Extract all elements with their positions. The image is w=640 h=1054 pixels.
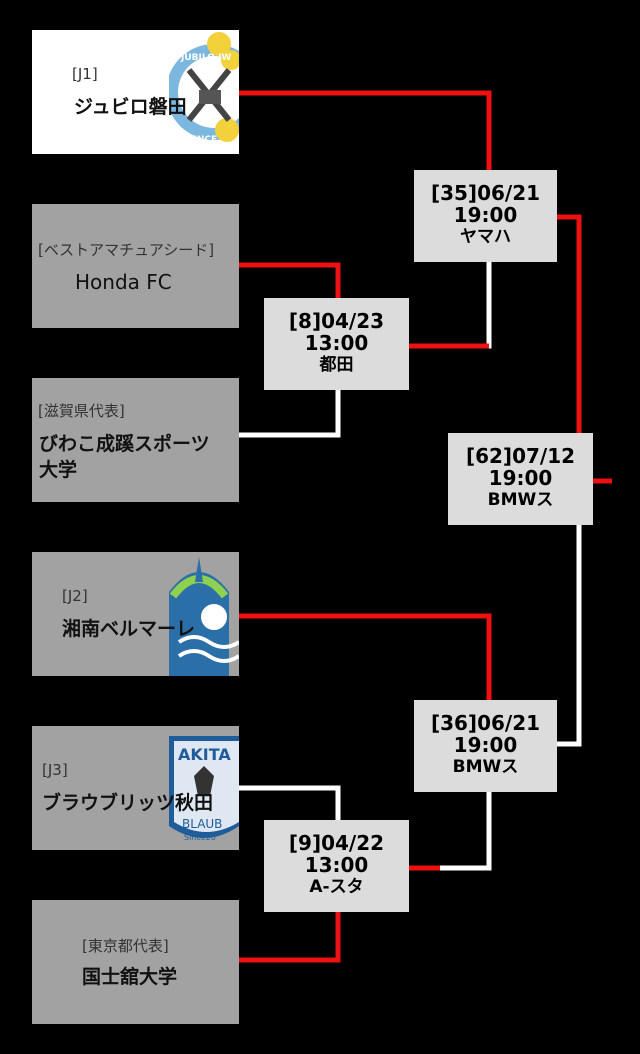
match-number-date: [8]04/23 xyxy=(288,309,385,333)
match-box-m9[interactable]: [9]04/22 13:00 A-スタ xyxy=(264,820,409,912)
akita-logo-text2: BLAUB xyxy=(182,817,222,831)
match-box-m8[interactable]: [8]04/23 13:00 都田 xyxy=(264,298,409,390)
line-akita-to-m9 xyxy=(239,785,341,820)
team-box-iwata[interactable]: JUBILO IW SINCE [J1] ジュビロ磐田 xyxy=(32,30,239,154)
match-time: 19:00 xyxy=(453,203,518,227)
team-name: 湘南ベルマーレ xyxy=(62,618,196,640)
match-time: 19:00 xyxy=(488,466,553,490)
match-time: 13:00 xyxy=(304,331,369,355)
match-box-m62[interactable]: [62]07/12 19:00 BMWス xyxy=(448,433,593,525)
team-box-honda[interactable]: [ベストアマチュアシード] Honda FC xyxy=(32,204,239,328)
line-iwata-to-m35 xyxy=(239,90,492,170)
team-category: [滋賀県代表] xyxy=(38,402,125,420)
match-venue: 都田 xyxy=(319,355,354,375)
team-name: ジュビロ磐田 xyxy=(74,96,187,118)
line-honda-to-m8 xyxy=(239,262,341,298)
team-name-line2: 大学 xyxy=(39,459,78,481)
akita-logo-text: AKITA xyxy=(178,745,231,764)
team-box-kokushikan[interactable]: [東京都代表] 国士舘大学 xyxy=(32,900,239,1024)
shonan-bellmare-crest-icon xyxy=(169,557,239,676)
jubilo-since-text: SINCE xyxy=(187,135,217,145)
team-box-akita[interactable]: AKITA BLAUB Since20 [J3] ブラウブリッツ秋田 xyxy=(32,726,239,850)
match-box-m35[interactable]: [35]06/21 19:00 ヤマハ xyxy=(414,170,557,262)
line-m8-to-m35 xyxy=(409,262,492,349)
line-m9-to-m36 xyxy=(409,792,492,871)
jubilo-arc-text: JUBILO IW xyxy=(180,53,231,63)
team-category: [ベストアマチュアシード] xyxy=(38,241,215,259)
line-m36-to-m62 xyxy=(557,525,582,747)
match-venue: BMWス xyxy=(487,490,554,510)
match-venue: BMWス xyxy=(452,757,519,777)
team-category: [東京都代表] xyxy=(82,937,169,955)
team-category: [J1] xyxy=(72,65,98,83)
team-name-line1: びわこ成蹊スポーツ xyxy=(39,433,210,455)
match-time: 13:00 xyxy=(304,853,369,877)
line-kokushikan-to-m9 xyxy=(239,912,341,963)
match-number-date: [36]06/21 xyxy=(430,711,541,735)
match-number-date: [62]07/12 xyxy=(465,444,576,468)
team-category: [J3] xyxy=(42,761,68,779)
team-box-shonan[interactable]: [J2] 湘南ベルマーレ xyxy=(32,552,239,676)
line-shonan-to-m36 xyxy=(239,613,492,700)
team-name: 国士舘大学 xyxy=(82,966,178,988)
blaublitz-akita-crest-icon: AKITA BLAUB Since20 xyxy=(169,736,239,842)
jubilo-iwata-crest-icon: JUBILO IW SINCE xyxy=(169,32,239,145)
team-box-biwako[interactable]: [滋賀県代表] びわこ成蹊スポーツ 大学 xyxy=(32,378,239,502)
line-m35-to-m62 xyxy=(557,214,582,433)
match-number-date: [35]06/21 xyxy=(430,181,541,205)
team-category: [J2] xyxy=(62,587,88,605)
match-venue: A-スタ xyxy=(309,877,364,897)
match-number-date: [9]04/22 xyxy=(288,831,385,855)
team-name: Honda FC xyxy=(75,270,172,294)
team-name: ブラウブリッツ秋田 xyxy=(42,792,214,814)
akita-logo-text3: Since20 xyxy=(184,833,216,842)
match-time: 19:00 xyxy=(453,733,518,757)
match-venue: ヤマハ xyxy=(460,227,511,247)
line-biwako-to-m8 xyxy=(239,390,341,438)
match-box-m36[interactable]: [36]06/21 19:00 BMWス xyxy=(414,700,557,792)
